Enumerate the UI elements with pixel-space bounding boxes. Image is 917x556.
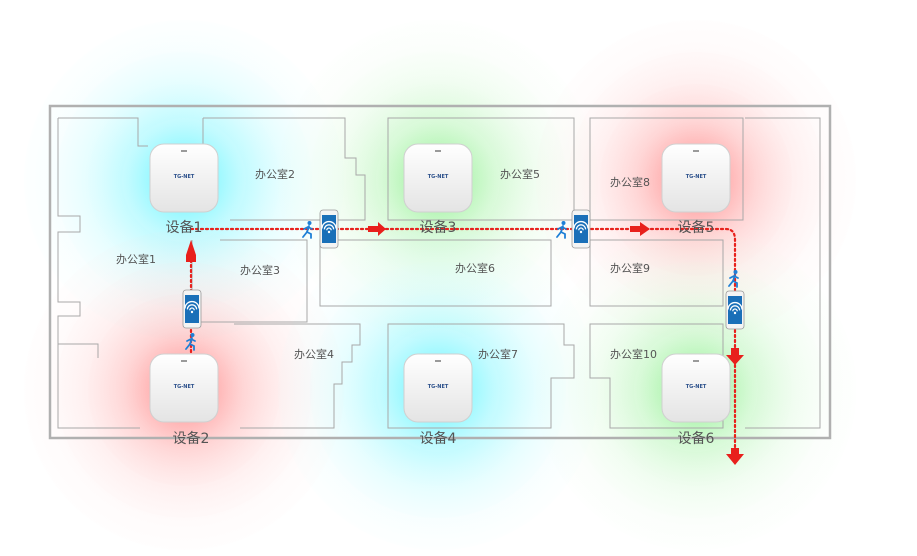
coverage-layer: [24, 20, 856, 550]
phones-layer: [182, 209, 745, 330]
access-point-body: [403, 353, 473, 423]
access-point-body: [149, 143, 219, 213]
access-point-led: [181, 150, 187, 152]
access-point-brand: TG-NET: [686, 174, 707, 180]
access-point-device: TG-NET 设备1: [149, 143, 219, 236]
red-arrow-icon: [630, 222, 650, 236]
room-label-office3: 办公室3: [240, 263, 280, 277]
access-point-led: [693, 360, 699, 362]
room-label-office10: 办公室10: [610, 347, 657, 361]
red-arrow-icon: [726, 348, 744, 365]
access-point-led: [435, 360, 441, 362]
device-label: 设备1: [166, 219, 203, 236]
access-point-body: [403, 143, 473, 213]
access-point-led: [693, 150, 699, 152]
access-point-device: TG-NET 设备4: [403, 353, 473, 447]
access-point-device: TG-NET 设备2: [149, 353, 219, 447]
walkers-layer: [185, 221, 739, 351]
walking-person-icon: [728, 270, 739, 288]
walking-person-icon: [185, 333, 196, 351]
room-label-office7: 办公室7: [478, 347, 518, 361]
access-point-device: TG-NET 设备6: [661, 353, 731, 447]
red-arrow-icon: [186, 240, 196, 262]
red-arrow-icon: [726, 448, 744, 465]
room-label-office2: 办公室2: [255, 167, 295, 181]
direction-arrows: [186, 222, 744, 465]
route-segment-top: [189, 227, 737, 292]
device-label: 设备4: [420, 430, 457, 447]
device-label: 设备3: [420, 219, 457, 236]
room-label-office6: 办公室6: [455, 261, 495, 275]
walking-person-icon: [302, 221, 313, 239]
access-point-device: TG-NET 设备3: [403, 143, 473, 236]
access-point-brand: TG-NET: [428, 384, 449, 390]
room-label-office4: 办公室4: [294, 347, 334, 361]
access-point-body: [149, 353, 219, 423]
phone-wifi-icon: [182, 289, 202, 329]
room-label-office9: 办公室9: [610, 261, 650, 275]
device-label: 设备6: [678, 430, 715, 447]
device-label: 设备2: [173, 430, 210, 447]
access-point-body: [661, 353, 731, 423]
access-point-led: [435, 150, 441, 152]
access-points-layer: TG-NET设备1TG-NET设备2TG-NET设备3TG-NET设备4TG-N…: [149, 143, 731, 447]
room-labels: 办公室1 办公室2 办公室3 办公室4 办公室5 办公室6 办公室7 办公室8 …: [116, 167, 657, 361]
room-label-office1: 办公室1: [116, 252, 156, 266]
device-label: 设备5: [678, 219, 715, 236]
access-point-brand: TG-NET: [428, 174, 449, 180]
phone-wifi-icon: [571, 209, 591, 249]
access-point-device: TG-NET 设备5: [661, 143, 731, 236]
phone-wifi-icon: [319, 209, 339, 249]
access-point-brand: TG-NET: [174, 384, 195, 390]
phone-wifi-icon: [725, 290, 745, 330]
room-label-office5: 办公室5: [500, 167, 540, 181]
access-point-led: [181, 360, 187, 362]
access-point-body: [661, 143, 731, 213]
room-label-office8: 办公室8: [610, 175, 650, 189]
access-point-brand: TG-NET: [686, 384, 707, 390]
red-arrow-icon: [368, 222, 386, 236]
building-walls: [48, 104, 832, 440]
access-point-brand: TG-NET: [174, 174, 195, 180]
walking-person-icon: [556, 221, 567, 239]
